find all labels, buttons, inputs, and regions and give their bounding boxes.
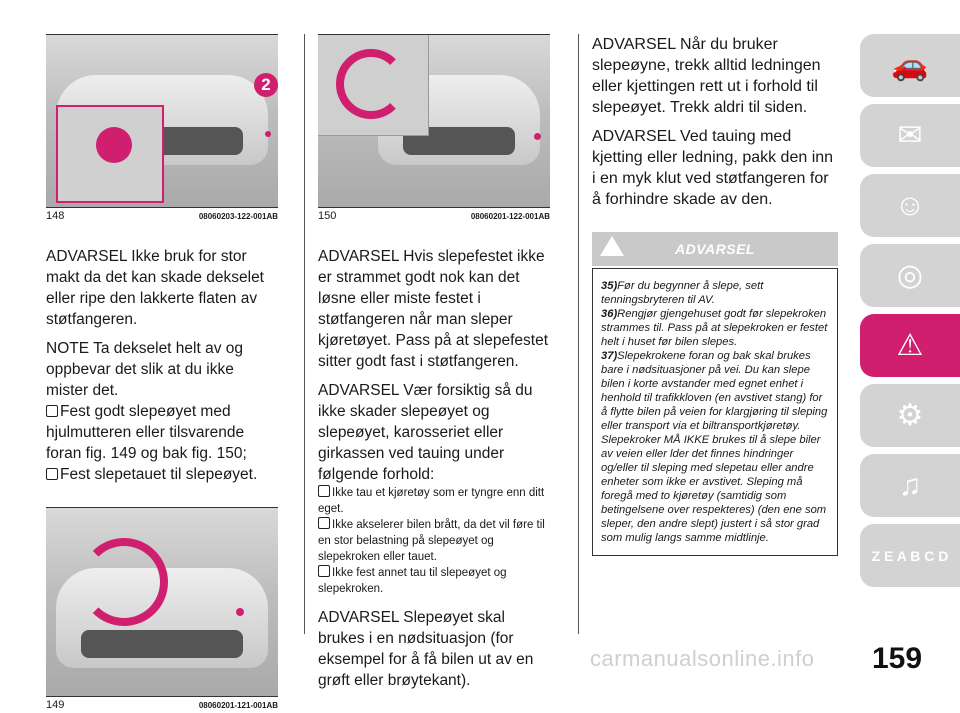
maintenance-gears-icon: ⚙ [896,399,924,432]
checkbox-bullet-icon [46,405,58,417]
figure-148-inset [56,105,164,203]
warning-item-number: 35) [601,280,618,292]
watermark: carmanualsonline.info [590,646,815,671]
warning-paragraph: ADVARSEL Hvis slepefestet ikke er stramm… [318,248,549,370]
tab-maintenance[interactable]: ⚙ [860,384,960,447]
tab-safety[interactable]: ☺ [860,174,960,237]
warning-item: 35)Før du begynner å slepe, sett tenning… [601,279,831,307]
checkbox-bullet-icon [318,565,330,577]
figure-150-inset [318,35,429,136]
warning-item-number: 36) [601,308,618,320]
bullet-text: Fest godt slepeøyet med hjulmutteren ell… [46,403,247,462]
column-divider [578,34,579,634]
warning-triangle-icon [600,236,624,256]
column-3: ADVARSEL Når du bruker slepeøyne, trekk … [592,34,838,556]
figure-code: 08060201-122-001AB [470,212,550,221]
bullet-item: Ikke fest annet tau til slepeøyet og sle… [318,565,550,597]
figure-149-caption: 149 08060201-121-001AB [46,696,278,713]
tow-point-marker [265,131,271,137]
tow-point-marker [236,608,244,616]
tab-multimedia[interactable]: ♫ [860,454,960,517]
bullet-text: Ikke fest annet tau til slepeøyet og sle… [318,567,507,595]
checkbox-bullet-icon [46,468,58,480]
figure-code: 08060203-122-001AB [198,212,278,221]
tow-cover-highlight [96,127,132,163]
warning-item-text: Rengjør gjengehuset godt før slepekroken… [601,308,828,348]
bullet-item: Ikke akselerer bilen brått, da det vil f… [318,517,550,565]
bullet-item: Fest godt slepeøyet med hjulmutteren ell… [46,401,278,464]
warning-item-number: 37) [601,350,618,362]
warning-paragraph: ADVARSEL Når du bruker slepeøyne, trekk … [592,36,821,116]
note-paragraph: NOTE Ta dekselet helt av og oppbevar det… [46,340,244,399]
page-number: 159 [872,642,923,675]
steering-wheel-icon: ◎ [896,259,924,292]
tab-dashboard-lights[interactable]: ✉ [860,104,960,167]
dashboard-lights-icon: ✉ [897,119,923,152]
figure-150-photo [318,34,550,207]
figure-code: 08060201-121-001AB [198,701,278,710]
tab-index[interactable]: Z E A B C D [860,524,960,587]
warning-header: ADVARSEL [592,232,838,266]
rotate-arrow-icon [336,49,406,119]
figure-148-caption: 148 08060203-122-001AB [46,207,278,224]
figure-149-photo [46,507,278,696]
warning-paragraph: ADVARSEL Vær forsiktig så du ikke skader… [318,382,533,483]
figure-148-photo: 2 [46,34,278,207]
callout-badge: 2 [254,73,278,97]
chapter-tabs: 🚗 ✉ ☺ ◎ ⚠ ⚙ ♫ Z E A B C D [848,34,960,594]
figure-150-caption: 150 08060201-122-001AB [318,207,550,224]
checkbox-bullet-icon [318,485,330,497]
warning-box: 35)Før du begynner å slepe, sett tenning… [592,268,838,556]
warning-paragraph: ADVARSEL Ved tauing med kjetting eller l… [592,128,834,208]
safety-airbag-icon: ☺ [894,188,926,222]
column-2: 150 08060201-122-001AB ADVARSEL Hvis sle… [318,34,550,691]
bullet-item: Fest slepetauet til slepeøyet. [46,464,278,485]
tab-car-info[interactable]: 🚗 [860,34,960,97]
warning-title: ADVARSEL [675,241,755,257]
index-letters-icon: Z E A B C D [871,547,949,564]
car-grille-shadow [81,630,243,658]
warning-item-text: Slepekrokene foran og bak skal brukes ba… [601,350,828,544]
figure-number: 149 [46,699,65,711]
warning-paragraph: ADVARSEL Slepeøyet skal brukes i en nøds… [318,609,534,689]
warning-item: 36)Rengjør gjengehuset godt før slepekro… [601,307,831,349]
emergency-car-icon: ⚠ [896,329,924,362]
car-info-icon: 🚗 [891,49,929,82]
rotate-arrow-icon [80,538,168,626]
column-1: 2 148 08060203-122-001AB ADVARSEL Ikke b… [46,34,278,713]
bullet-text: Ikke akselerer bilen brått, da det vil f… [318,519,545,563]
figure-number: 150 [318,210,337,222]
tab-emergency[interactable]: ⚠ [860,314,960,377]
column-divider [304,34,305,634]
bullet-text: Fest slepetauet til slepeøyet. [60,466,258,483]
checkbox-bullet-icon [318,517,330,529]
bullet-text: Ikke tau et kjøretøy som er tyngre enn d… [318,487,545,515]
tow-point-marker [534,133,541,140]
bullet-item: Ikke tau et kjøretøy som er tyngre enn d… [318,485,550,517]
multimedia-icon: ♫ [898,468,922,502]
tab-driving[interactable]: ◎ [860,244,960,307]
warning-item-text: Før du begynner å slepe, sett tenningsbr… [601,280,764,306]
warning-paragraph: ADVARSEL Ikke bruk for stor makt da det … [46,248,264,328]
figure-number: 148 [46,210,65,222]
warning-item: 37)Slepekrokene foran og bak skal brukes… [601,349,831,545]
